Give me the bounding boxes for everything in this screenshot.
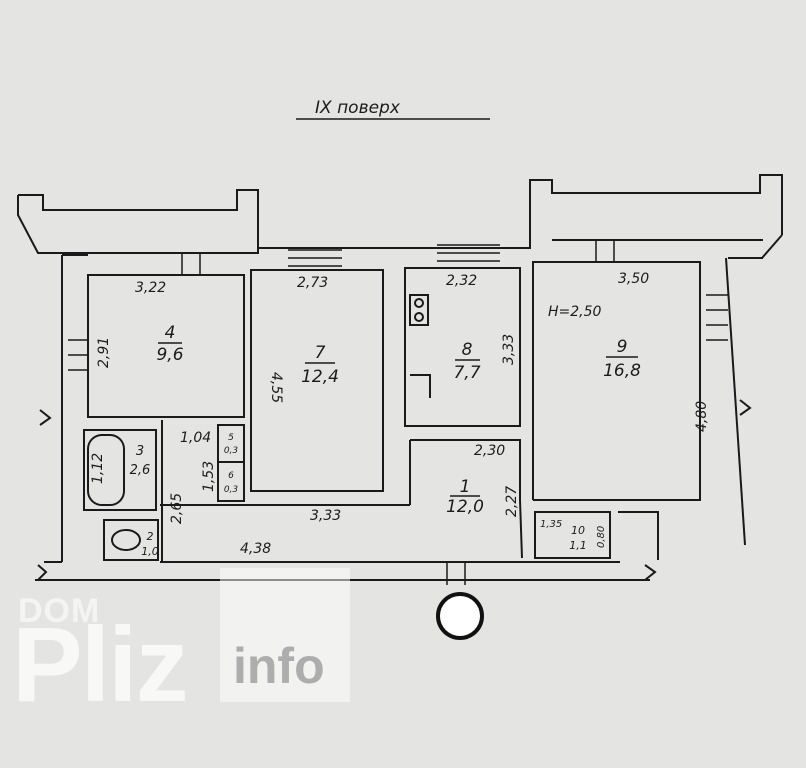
room-4-walls — [87, 274, 245, 418]
dim-r4-height: 2,91 — [96, 337, 112, 368]
sink-icon — [410, 374, 431, 398]
room-4-area: 9,6 — [156, 345, 183, 365]
room-9-walls — [532, 261, 701, 501]
dim-closet-width: 1,04 — [180, 430, 211, 446]
dim-r9-width: 3,50 — [618, 271, 649, 287]
dim-r7-width: 2,73 — [297, 275, 328, 291]
dim-closet-height: 1,53 — [201, 461, 217, 492]
room-7-area: 12,4 — [301, 367, 339, 387]
room-9-area: 16,8 — [603, 361, 641, 381]
room-2-number: 2 — [147, 530, 154, 543]
dim-corridor-width: 4,38 — [240, 541, 271, 557]
left-balcony — [18, 189, 259, 250]
room-3-number: 3 — [136, 444, 144, 459]
room-2-area: 1,0 — [141, 545, 159, 558]
dim-r3-height: 1,12 — [90, 453, 106, 484]
dim-r8-height: 3,33 — [501, 334, 517, 365]
room-5-area: 0,3 — [224, 446, 239, 456]
dim-r8-width: 2,32 — [446, 273, 477, 289]
room-2-walls — [103, 519, 159, 561]
ceiling-height: H=2,50 — [548, 304, 602, 320]
room-8-number: 8 — [462, 340, 473, 360]
watermark-pliz: Pliz — [12, 606, 189, 724]
dim-hall-width: 3,33 — [310, 508, 341, 524]
dim-r10-width: 1,35 — [540, 519, 562, 530]
room-10-area: 1,1 — [569, 539, 587, 552]
room-7-walls — [250, 269, 384, 492]
room-9-number: 9 — [617, 337, 628, 357]
stairwell-marker — [436, 592, 484, 640]
bathtub-icon — [87, 434, 125, 506]
room-1-area: 12,0 — [446, 497, 484, 517]
dim-r10-height: 0,80 — [596, 526, 607, 548]
outer-wall — [100, 240, 531, 254]
room-10-number: 10 — [571, 524, 585, 537]
dim-corridor-height: 2,65 — [169, 493, 185, 524]
dim-r4-width: 3,22 — [135, 280, 166, 296]
room-6-area: 0,3 — [224, 485, 239, 495]
watermark-box — [220, 568, 350, 702]
room-6-number: 6 — [228, 471, 234, 481]
room-10-walls — [534, 511, 611, 559]
room-8-area: 7,7 — [453, 363, 480, 383]
room-3-walls — [83, 429, 157, 511]
floor-title: IX поверх — [315, 98, 401, 118]
room-1-walls — [410, 439, 523, 559]
room-4-number: 4 — [165, 323, 176, 343]
toilet-icon — [111, 529, 141, 551]
room-3-area: 2,6 — [130, 463, 151, 478]
right-balcony — [529, 174, 783, 245]
dim-r9-height: 4,80 — [694, 401, 710, 432]
room-8-walls — [404, 267, 521, 427]
watermark-dom: DOM — [18, 592, 101, 630]
dim-r1-height: 2,27 — [504, 486, 520, 517]
watermark-info: info — [233, 638, 325, 694]
stove-icon — [409, 294, 429, 326]
room-1-number: 1 — [460, 477, 471, 497]
room-5-number: 5 — [228, 433, 234, 443]
dim-r1-width: 2,30 — [474, 443, 505, 459]
room-7-number: 7 — [315, 343, 326, 363]
dim-r7-height: 4,55 — [268, 372, 284, 403]
